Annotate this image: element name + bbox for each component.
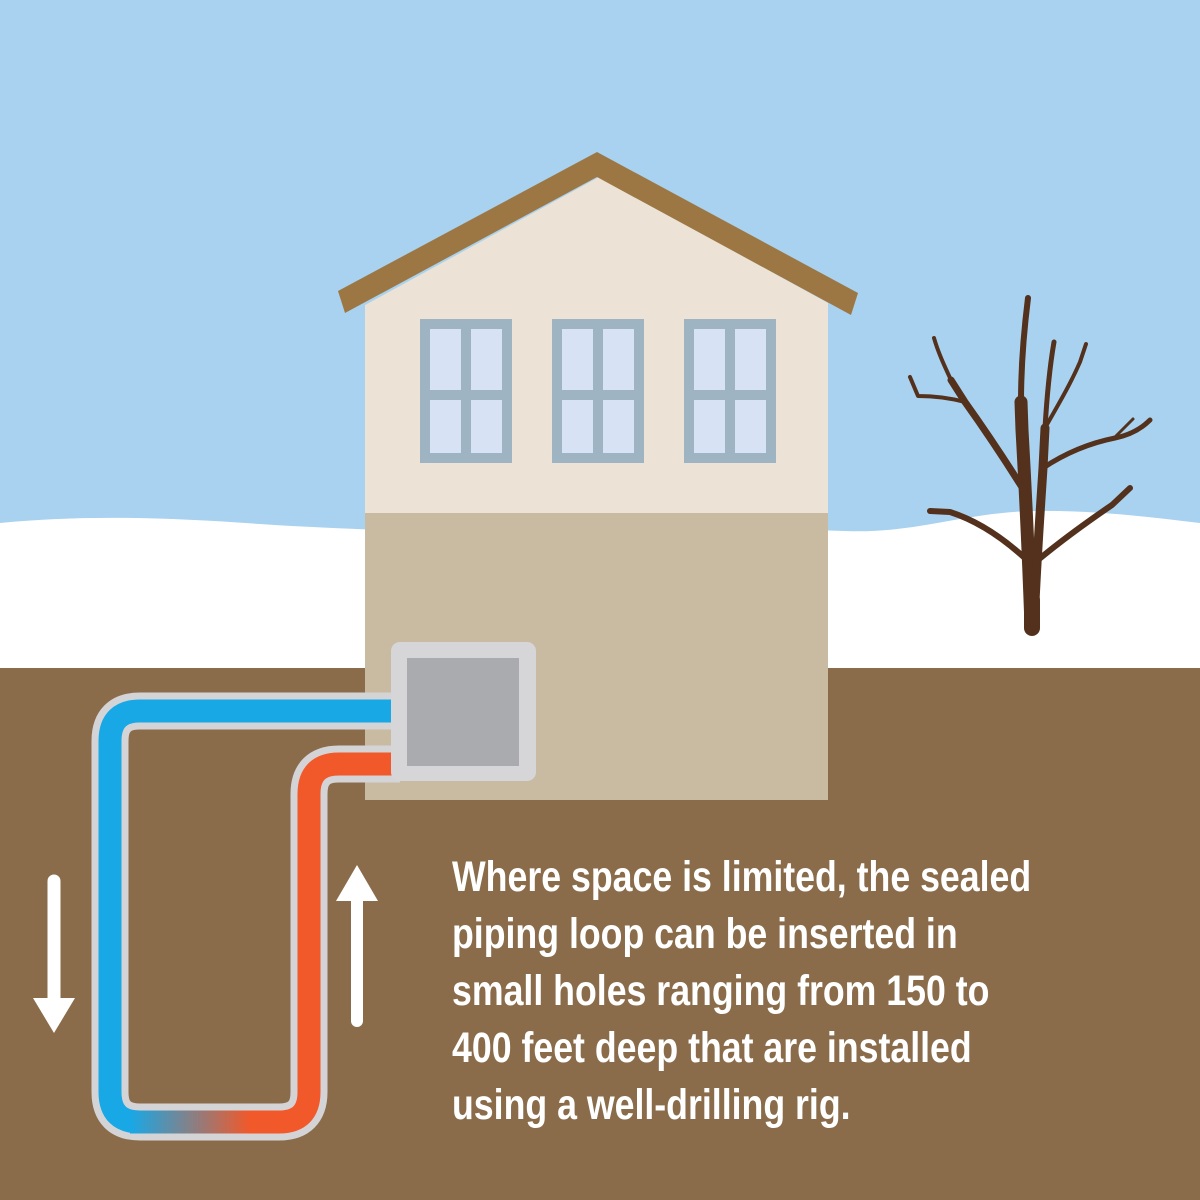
bare-tree bbox=[908, 295, 1153, 636]
window bbox=[684, 319, 776, 463]
cold-pipe bbox=[98, 699, 400, 1134]
warm-pipe bbox=[205, 752, 400, 1134]
tree-twig bbox=[1114, 417, 1135, 438]
caption: Where space is limited, the sealed pipin… bbox=[452, 849, 1031, 1134]
tree-branch bbox=[947, 376, 1029, 496]
caption-line: Where space is limited, the sealed bbox=[452, 853, 1032, 901]
window-rail bbox=[430, 390, 502, 400]
caption-line: using a well-drilling rig. bbox=[452, 1081, 851, 1129]
piping-loop bbox=[91, 692, 400, 1141]
window-rail bbox=[562, 390, 634, 400]
tree-trunk bbox=[1014, 395, 1038, 633]
window-rail bbox=[694, 390, 766, 400]
flow-arrows bbox=[33, 865, 378, 1033]
caption-line: piping loop can be inserted in bbox=[452, 910, 958, 958]
window bbox=[420, 319, 512, 463]
tree-twig bbox=[932, 336, 953, 382]
tree-trunk-top bbox=[1018, 295, 1031, 405]
tree-branch bbox=[1040, 417, 1153, 471]
tree-branch bbox=[1042, 339, 1057, 431]
tree-branch bbox=[1035, 485, 1133, 563]
heat-pump-panel bbox=[407, 658, 519, 766]
pipe-temperature-gradient bbox=[130, 1110, 250, 1134]
caption-line: 400 feet deep that are installed bbox=[452, 1024, 972, 1072]
heat-pump-unit bbox=[391, 642, 536, 781]
caption-line: small holes ranging from 150 to bbox=[452, 967, 990, 1015]
tree-stem bbox=[1029, 423, 1050, 631]
tree-branch bbox=[1043, 342, 1088, 430]
flow-up-arrow-icon bbox=[336, 865, 378, 901]
flow-down-arrow-icon bbox=[33, 998, 75, 1033]
tree-twig bbox=[908, 375, 967, 404]
tree-branch bbox=[927, 508, 1030, 563]
window bbox=[552, 319, 644, 463]
